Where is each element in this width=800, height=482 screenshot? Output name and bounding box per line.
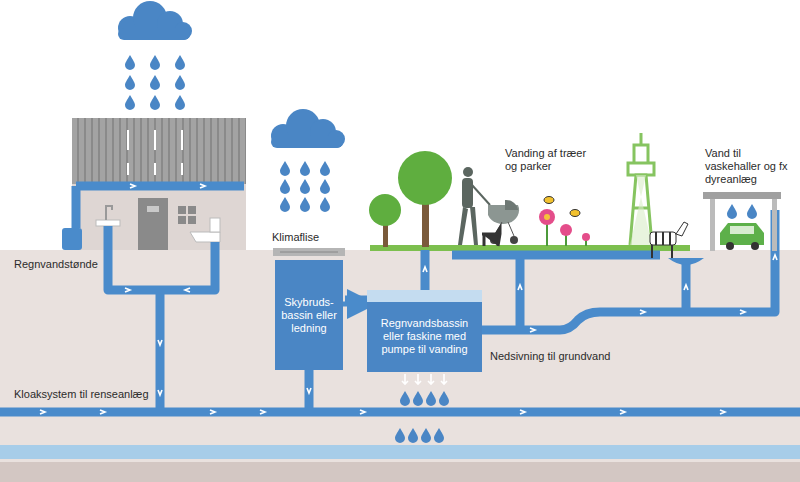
irrigation-label: Vanding af træer og parker bbox=[505, 147, 600, 173]
rain-basin: Regnvandsbassin eller faskine med pumpe … bbox=[367, 290, 482, 372]
climate-tile-label: Klimaflise bbox=[272, 231, 319, 244]
pipe-connector bbox=[343, 302, 367, 307]
sewer-label: Kloaksystem til renseanlæg bbox=[14, 388, 149, 401]
box-text: Skybruds- bassin eller ledning bbox=[279, 296, 339, 335]
storm-basin: Skybruds- bassin eller ledning bbox=[275, 260, 343, 370]
box-text: Regnvandsbassin eller faskine med pumpe … bbox=[371, 317, 478, 356]
rain-barrel-label: Regnvandstønde bbox=[14, 258, 98, 271]
infiltration-label: Nedsivning til grundvand bbox=[490, 350, 610, 363]
carwash-label: Vand til vaskehaller og fx dyreanlæg bbox=[705, 147, 797, 186]
